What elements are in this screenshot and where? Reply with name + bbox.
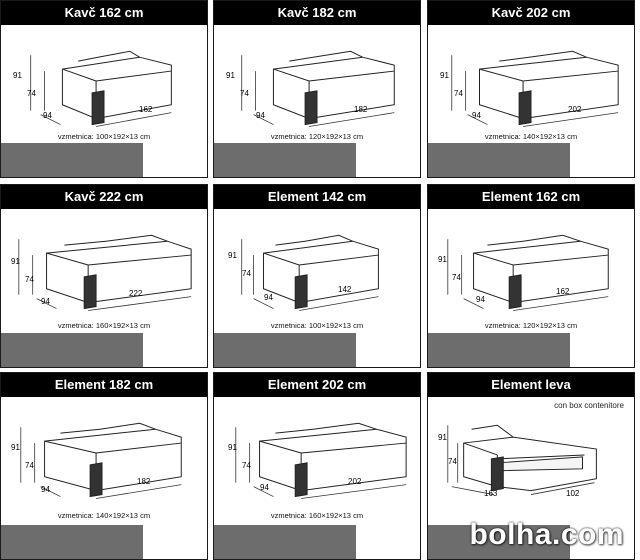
dim-depth: 94 bbox=[264, 293, 273, 302]
card-title: Kavč 182 cm bbox=[214, 1, 420, 25]
dim-width: 222 bbox=[129, 289, 143, 298]
bolha-watermark: bolha.com bbox=[469, 518, 624, 551]
footer-band bbox=[214, 525, 420, 559]
card-title: Kavč 222 cm bbox=[1, 185, 207, 209]
card-title: Kavč 202 cm bbox=[428, 1, 634, 25]
card-element-162: Element 162 cm 91 74 94 162 vzmetnica: 1… bbox=[427, 184, 635, 368]
dim-height-seat: 74 bbox=[242, 269, 251, 278]
dim-height-seat: 74 bbox=[454, 89, 463, 98]
card-kavc-222: Kavč 222 cm 91 74 94 222 vzmetnica: 160×… bbox=[0, 184, 208, 368]
sofa-diagram bbox=[18, 234, 192, 311]
sofa-diagram bbox=[241, 234, 379, 311]
sofa-diagram bbox=[447, 234, 609, 311]
dim-height-seat: 74 bbox=[448, 457, 457, 466]
dim-width: 102 bbox=[566, 489, 580, 498]
card-title: Element 182 cm bbox=[1, 373, 207, 397]
dim-height-total: 91 bbox=[228, 443, 237, 452]
dim-height-total: 91 bbox=[11, 257, 20, 266]
dim-width: 162 bbox=[139, 105, 153, 114]
dim-height-seat: 74 bbox=[452, 273, 461, 282]
card-element-182: Element 182 cm 91 74 94 182 vzmetnica: 1… bbox=[0, 372, 208, 560]
card-element-142: Element 142 cm 91 74 94 142 vzmetnica: 1… bbox=[213, 184, 421, 368]
dim-width: 202 bbox=[568, 105, 582, 114]
footer-band bbox=[428, 333, 634, 367]
dim-height-seat: 74 bbox=[240, 89, 249, 98]
sofa-diagram bbox=[30, 50, 172, 127]
dim-height-total: 91 bbox=[440, 71, 449, 80]
mattress-size: vzmetnica: 140×192×13 cm bbox=[484, 132, 578, 141]
sofa-diagram bbox=[235, 422, 407, 499]
dim-depth: 94 bbox=[260, 483, 269, 492]
sofa-diagram bbox=[451, 50, 619, 127]
dim-height-total: 91 bbox=[228, 251, 237, 260]
card-kavc-202: Kavč 202 cm 91 74 94 202 vzmetnica: 140×… bbox=[427, 0, 635, 178]
dim-height-seat: 74 bbox=[25, 461, 34, 470]
card-title: Element leva bbox=[428, 373, 634, 397]
dim-depth: 94 bbox=[256, 111, 265, 120]
card-element-202: Element 202 cm 91 74 94 202 vzmetnica: 1… bbox=[213, 372, 421, 560]
mattress-size: vzmetnica: 160×192×13 cm bbox=[57, 321, 151, 330]
dim-height-total: 91 bbox=[438, 433, 447, 442]
footer-band bbox=[214, 333, 420, 367]
dim-width: 162 bbox=[556, 287, 570, 296]
card-title: Element 142 cm bbox=[214, 185, 420, 209]
card-title: Element 162 cm bbox=[428, 185, 634, 209]
dim-height-seat: 74 bbox=[25, 275, 34, 284]
dim-width: 182 bbox=[137, 477, 151, 486]
card-kavc-162: Kavč 162 cm 91 74 94 162 vzmetnica: 100×… bbox=[0, 0, 208, 178]
mattress-size: vzmetnica: 100×192×13 cm bbox=[270, 321, 364, 330]
sofa-diagram bbox=[241, 50, 395, 127]
mattress-size: vzmetnica: 140×192×13 cm bbox=[57, 511, 151, 520]
card-element-leva: Element leva con box contenitore 91 74 1… bbox=[427, 372, 635, 560]
card-title: Kavč 162 cm bbox=[1, 1, 207, 25]
dim-width: 142 bbox=[338, 285, 352, 294]
footer-band bbox=[428, 143, 634, 177]
mattress-size: vzmetnica: 120×192×13 cm bbox=[484, 321, 578, 330]
sofa-diagram bbox=[20, 422, 182, 499]
dim-depth: 163 bbox=[484, 489, 498, 498]
dim-height-total: 91 bbox=[438, 255, 447, 264]
dim-height-seat: 74 bbox=[27, 89, 36, 98]
dim-height-seat: 74 bbox=[242, 461, 251, 470]
sofa-diagram bbox=[447, 424, 597, 495]
mattress-size: vzmetnica: 160×192×13 cm bbox=[270, 511, 364, 520]
dim-width: 182 bbox=[354, 105, 368, 114]
card-title: Element 202 cm bbox=[214, 373, 420, 397]
mattress-size: vzmetnica: 120×192×13 cm bbox=[270, 132, 364, 141]
dim-height-total: 91 bbox=[13, 71, 22, 80]
dim-depth: 94 bbox=[41, 485, 50, 494]
footer-band bbox=[1, 525, 207, 559]
footer-band bbox=[428, 525, 634, 559]
dim-width: 202 bbox=[348, 477, 362, 486]
dim-depth: 94 bbox=[476, 295, 485, 304]
footer-band bbox=[1, 143, 207, 177]
dim-height-total: 91 bbox=[226, 71, 235, 80]
footer-band bbox=[214, 143, 420, 177]
footer-band bbox=[1, 333, 207, 367]
dim-height-total: 91 bbox=[11, 443, 20, 452]
mattress-size: vzmetnica: 100×192×13 cm bbox=[57, 132, 151, 141]
dim-depth: 94 bbox=[472, 111, 481, 120]
dim-depth: 94 bbox=[43, 111, 52, 120]
box-note: con box contenitore bbox=[554, 401, 624, 410]
dim-depth: 94 bbox=[41, 297, 50, 306]
card-kavc-182: Kavč 182 cm 91 74 94 182 vzmetnica: 120×… bbox=[213, 0, 421, 178]
